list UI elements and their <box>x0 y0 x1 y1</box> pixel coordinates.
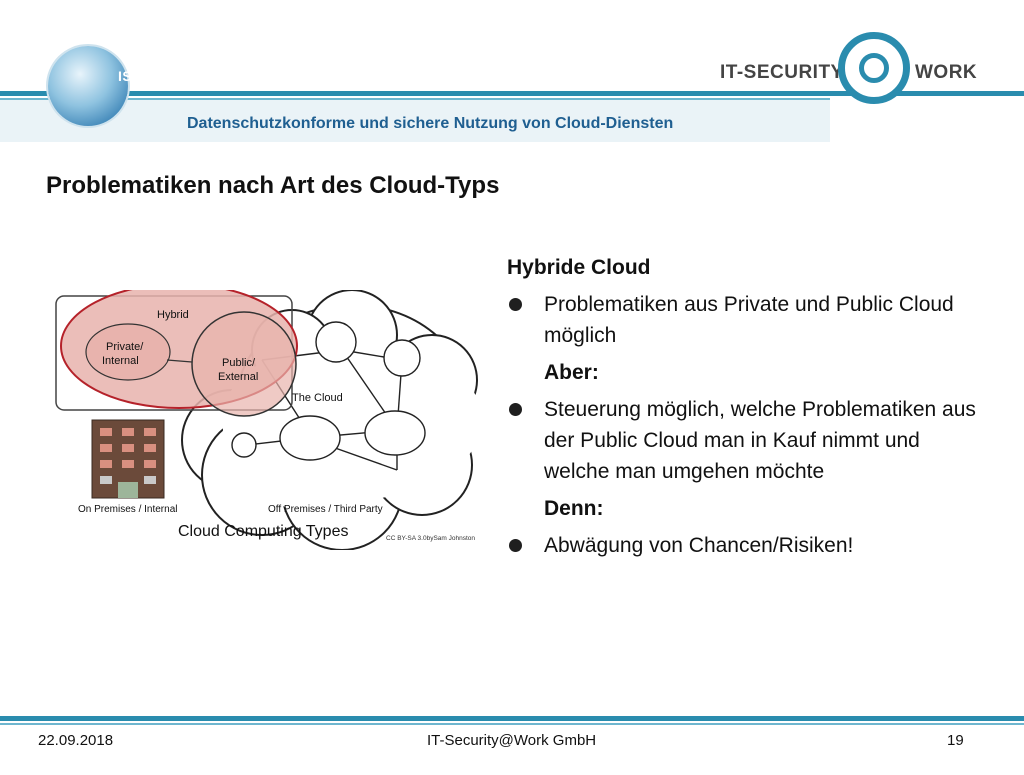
hybrid-label: Hybrid <box>157 309 189 321</box>
content-column: Hybride Cloud Problematiken aus Private … <box>507 252 987 567</box>
subtitle-band <box>0 100 830 142</box>
bullet-item: Problematiken aus Private und Public Clo… <box>507 289 987 351</box>
bullet-item: Steuerung möglich, welche Problematiken … <box>507 394 987 487</box>
header-rule-thin <box>0 98 830 100</box>
building-icon <box>91 419 165 499</box>
public-region <box>191 311 297 417</box>
footer-company: IT-Security@Work GmbH <box>427 732 597 749</box>
bullet-item: Abwägung von Chancen/Risiken! <box>507 530 987 561</box>
aber-label: Aber: <box>544 361 599 384</box>
private-cloud-shape <box>85 323 171 381</box>
on-premises-label: On Premises / Internal <box>78 504 177 515</box>
bullet-text-1: Problematiken aus Private und Public Clo… <box>544 293 954 347</box>
section-heading: Hybride Cloud <box>507 256 651 279</box>
header-rule <box>0 91 1024 96</box>
isw-logo-text: ISW <box>118 68 146 84</box>
presentation-subtitle: Datenschutzkonforme und sichere Nutzung … <box>187 115 674 132</box>
the-cloud-label: The Cloud <box>292 392 343 404</box>
public-label-2: External <box>218 371 258 383</box>
footer-rule-thin <box>0 723 1024 725</box>
bullet-icon <box>509 403 522 416</box>
off-premises-label: Off Premises / Third Party <box>268 504 383 515</box>
page-number: 19 <box>947 732 964 749</box>
footer-date: 22.09.2018 <box>38 732 114 749</box>
logo-text-left: IT-SECURITY <box>720 62 844 83</box>
denn-label: Denn: <box>544 497 604 520</box>
private-label-1: Private/ <box>106 341 144 353</box>
isw-logo: ISW <box>48 46 145 126</box>
private-label-2: Internal <box>102 355 139 367</box>
bullet-icon <box>509 298 522 311</box>
bullet-text-3: Abwägung von Chancen/Risiken! <box>544 534 854 557</box>
diagram-caption: Cloud Computing Types <box>178 523 348 540</box>
public-label-1: Public/ <box>222 357 256 369</box>
at-sign-icon <box>838 32 910 104</box>
cloud-network <box>231 321 426 471</box>
slide-title: Problematiken nach Art des Cloud-Typs <box>46 172 500 199</box>
cloud-computing-types-diagram: Hybrid Private/ Internal Public/ Externa… <box>55 290 482 550</box>
bullet-icon <box>509 539 522 552</box>
it-security-at-work-logo: IT-SECURITY WORK <box>710 30 1010 110</box>
diagram-credit: CC BY-SA 3.0bySam Johnston <box>386 535 475 542</box>
bullet-text-2: Steuerung möglich, welche Problematiken … <box>544 398 976 483</box>
logo-text-right: WORK <box>915 62 978 83</box>
footer-rule <box>0 716 1024 721</box>
